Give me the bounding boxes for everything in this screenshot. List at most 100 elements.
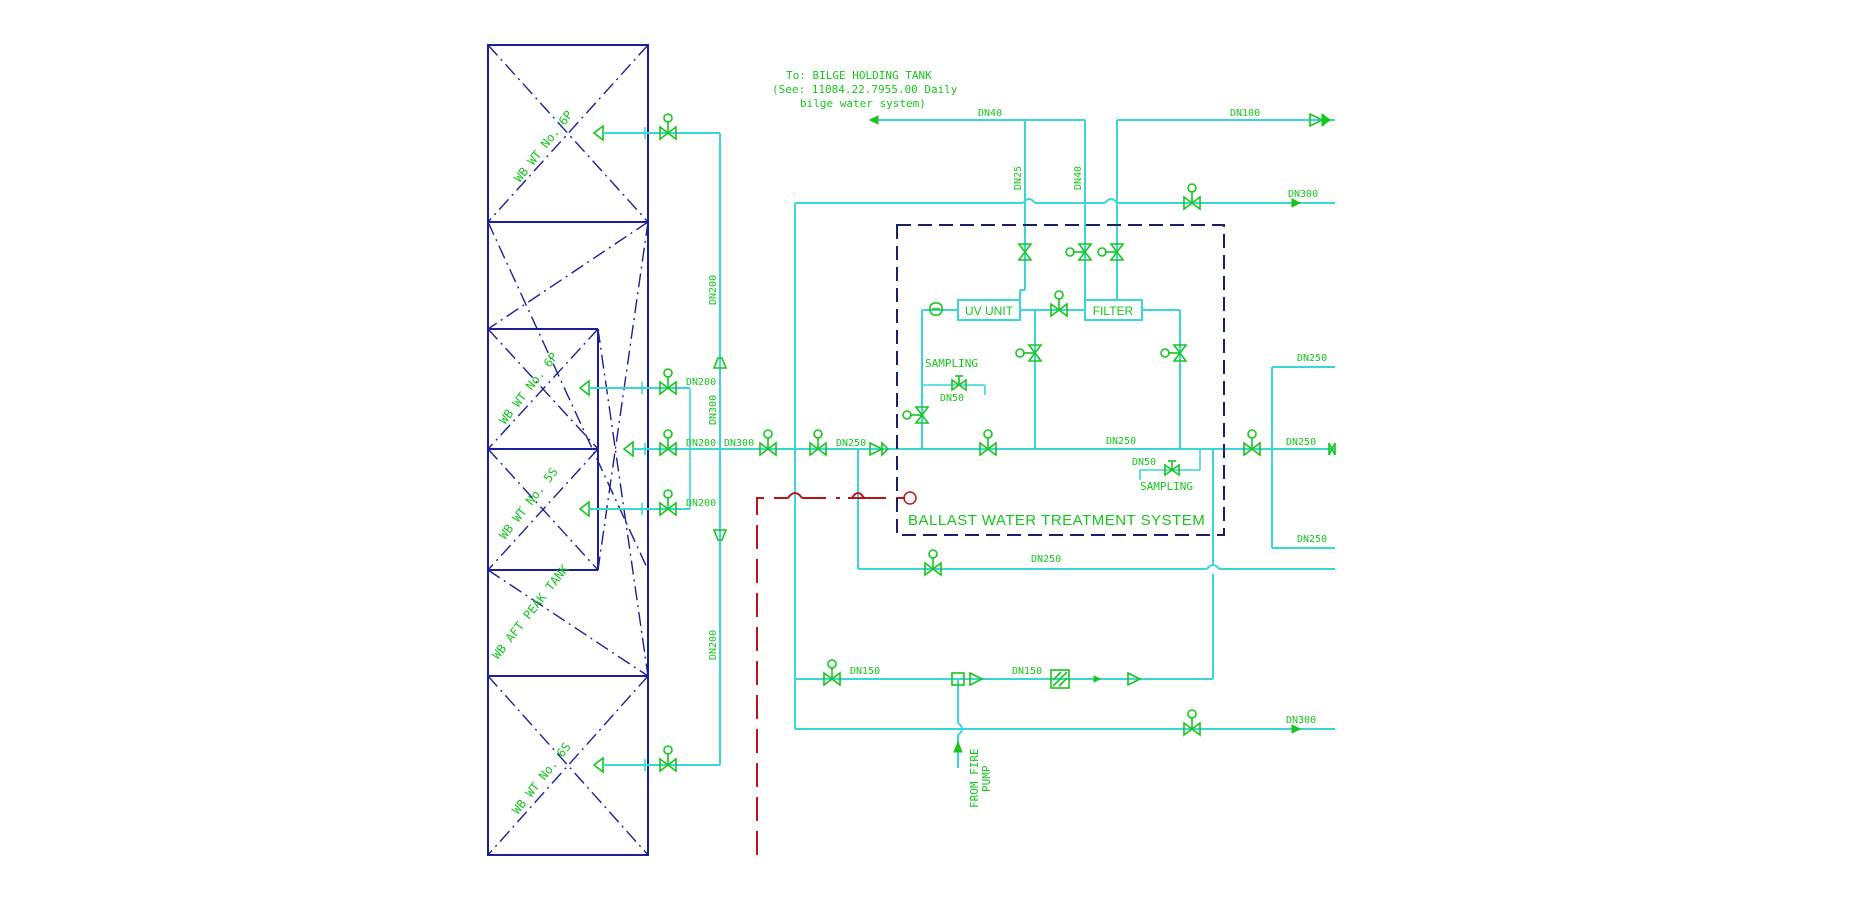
tank-diagonal [487,328,599,450]
pipe-size-label: DN250 [836,438,866,449]
branch-valve[interactable] [659,113,677,141]
reducer-icon [712,357,728,369]
isolation-valve[interactable] [1183,183,1201,211]
fire-connection-icon [903,491,917,505]
pipe-size-label: DN40 [1073,166,1084,190]
pipe-size-label: DN50 [940,393,964,404]
bellmouth-icon [592,756,604,774]
isolation-valve[interactable] [902,406,930,424]
filter-unit[interactable] [1084,299,1143,321]
actuator-icon [663,368,673,378]
pipe-size-label: DN250 [1297,353,1327,364]
filter-label: FILTER [1093,304,1134,318]
bwts-title: BALLAST WATER TREATMENT SYSTEM [908,512,1205,529]
isolation-valve[interactable] [1097,243,1125,261]
check-valve[interactable] [869,441,890,457]
actuator-icon [663,745,673,755]
isolation-valve[interactable] [1183,709,1201,737]
isolation-valve[interactable] [1065,243,1093,261]
tank-label: WB WT No. 6S [509,740,573,817]
check-valve-icon [1309,112,1324,128]
tank-label: WB WT No. 6P [496,350,560,427]
pipe-size-label: DN200 [686,498,716,509]
pipe-size-label: DN300 [1286,715,1316,726]
pipe-size-label: DN250 [1297,534,1327,545]
sampling-valve[interactable] [1164,460,1180,477]
flow-arrow-icon [953,740,963,753]
isolation-valve[interactable] [1328,442,1336,456]
pipe-size-label: DN50 [1132,457,1156,468]
bellmouth-icon [592,124,604,142]
tank-diagonal [487,221,649,571]
pipe-size-label: DN200 [708,630,719,660]
isolation-valve[interactable] [759,429,777,457]
isolation-valve[interactable] [1050,290,1068,318]
isolation-valve[interactable] [1243,429,1261,457]
bellmouth-icon [578,379,590,397]
fire-pump-label-line2: PUMP [980,765,993,792]
pipe-size-label: DN250 [1031,554,1061,565]
pipe-size-label: DN200 [686,377,716,388]
tank-diagonal [487,44,649,223]
flow-arrow-icon [1291,198,1302,208]
pipe-size-label: DN150 [850,666,880,677]
actuator-icon [663,429,673,439]
tank-diagonal [597,221,649,571]
tank-label: WB WT No. 6P [511,108,575,185]
main-piping [720,112,1335,855]
pipe-size-label: DN150 [1012,666,1042,677]
bellmouth-icon [578,500,590,518]
branch-valve[interactable] [659,489,677,517]
isolation-valve[interactable] [924,549,942,577]
pipe-size-label: DN200 [686,438,716,449]
flow-arrow-icon [1291,724,1302,734]
tank-diagonal [487,221,649,330]
actuator-icon [663,113,673,123]
tank-label: WB WT No. 5S [496,465,560,542]
branch-valve[interactable] [659,745,677,773]
pipe-size-label: DN300 [724,438,754,449]
isolation-valve[interactable] [823,659,841,687]
uv-unit[interactable] [957,299,1021,321]
sampling-valve[interactable] [951,375,967,392]
tank-label: WB AFT PEAK TANK [489,562,572,662]
system-valves [759,183,1336,737]
actuator-icon [663,489,673,499]
branch-valves [659,113,677,773]
pipe-size-label: DN250 [1106,436,1136,447]
isolation-valve[interactable] [1160,344,1188,362]
sampling-label-bottom: SAMPLING [1140,480,1193,493]
strainer-icon [1050,669,1070,689]
pipe-size-label: DN300 [1288,189,1318,200]
isolation-valve[interactable] [979,429,997,457]
flowmeter-icon [929,302,943,316]
isolation-valve[interactable] [1015,344,1043,362]
annotations: To: BILGE HOLDING TANK (See: 11084.22.79… [686,69,1327,808]
bilge-note-line3: bilge water system) [800,97,926,110]
pipe-size-label: DN25 [1013,166,1024,190]
pipe-size-label: DN40 [978,108,1002,119]
pipe-size-label: DN100 [1230,108,1260,119]
check-valve[interactable] [969,671,984,687]
tank-diagonal [487,569,649,677]
bellmouth-icon [622,440,634,458]
tank-diagonal [597,328,649,677]
pipe-size-label: DN200 [708,275,719,305]
branch-valve[interactable] [659,429,677,457]
isolation-valve[interactable] [1017,243,1033,261]
bilge-note-line1: To: BILGE HOLDING TANK [786,69,932,82]
pipe-size-label: DN250 [1286,437,1316,448]
tee-icon [951,672,965,686]
branch-valve[interactable] [659,368,677,396]
bwts-boundary [896,224,1225,536]
tank-diagonal [487,44,649,223]
uv-unit-label: UV UNIT [965,304,1014,318]
isolation-valve[interactable] [809,429,827,457]
bwts: UV UNIT FILTER BALLAST WATER TREATMENT S… [896,224,1225,536]
sampling-label-top: SAMPLING [925,357,978,370]
flow-arrow-icon [868,115,879,125]
bilge-note-line2: (See: 11084.22.7955.00 Daily [772,83,958,96]
fire-pump-label-line1: FROM FIRE [968,748,981,808]
fire-main-line [756,497,788,855]
